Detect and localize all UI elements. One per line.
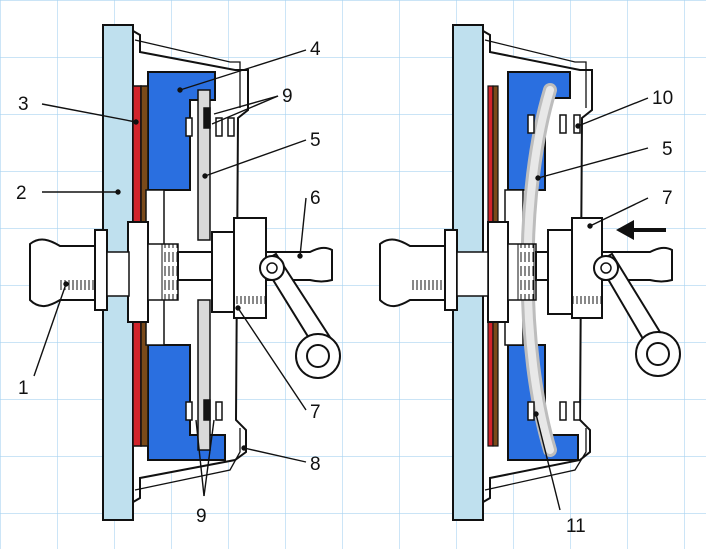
disc-hub-left [127,221,149,323]
pivot-ring-left-bottom [185,399,223,421]
label-9-top: 9 [282,86,293,107]
disc-hub-right [487,221,509,323]
leader-lines [33,49,649,511]
label-3: 3 [18,94,29,115]
release-bearing-right [547,229,573,315]
right-assembly [379,24,681,521]
flange-right [444,229,458,311]
retaining-bolt-right-bottom [527,401,581,421]
label-7-right: 7 [662,188,673,209]
label-7-left: 7 [310,402,321,423]
label-8: 8 [310,454,321,475]
label-11: 11 [566,516,586,537]
label-4: 4 [310,39,321,60]
diaphragm-spring-left-bottom [197,299,211,451]
pivot-ring-left-top [185,107,235,137]
flange-left [94,229,108,311]
label-9-bottom: 9 [196,506,207,527]
left-assembly [29,24,341,521]
label-10: 10 [652,88,673,109]
release-bearing-left [211,231,235,313]
left-arrow-icon [616,220,666,240]
label-5-right: 5 [662,139,673,160]
input-shaft-left [29,238,101,307]
label-2: 2 [16,183,27,204]
input-shaft-right [379,238,446,307]
label-6: 6 [310,188,321,209]
label-1: 1 [18,378,29,399]
label-5-left: 5 [310,130,321,151]
